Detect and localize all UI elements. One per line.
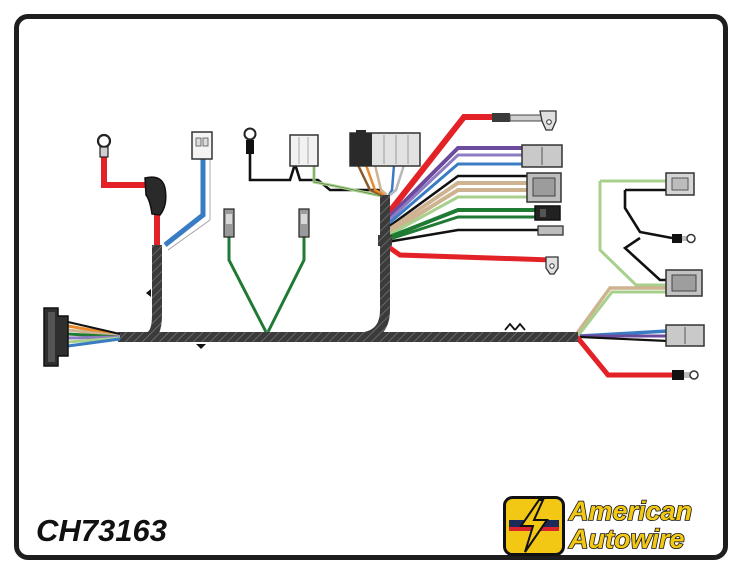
bulkhead-fan-wires bbox=[67, 321, 121, 348]
blade-terminal-black bbox=[537, 225, 564, 236]
ring-terminal-red bbox=[96, 133, 112, 158]
lightning-bolt-icon bbox=[503, 496, 565, 556]
braided-harness-trunk bbox=[118, 195, 578, 342]
black-pigtail-wires bbox=[248, 152, 383, 198]
right-end-branch-wires bbox=[573, 179, 673, 378]
connector-white-blue bbox=[191, 131, 213, 160]
connector-white-pigtail bbox=[289, 134, 319, 167]
brand-wordmark: American Autowire bbox=[568, 496, 693, 554]
ring-terminal-black-right bbox=[672, 233, 696, 244]
diagram-frame bbox=[14, 14, 728, 560]
brand-line-1: American bbox=[568, 496, 693, 526]
part-number: CH73163 bbox=[36, 513, 167, 548]
bulkhead-connector bbox=[43, 307, 69, 367]
main-multipin-connector bbox=[349, 130, 421, 197]
connector-tan-multi bbox=[526, 172, 562, 203]
terminal-red-top bbox=[492, 110, 557, 131]
connector-gray-mid-right bbox=[665, 269, 703, 297]
rubber-boot bbox=[144, 176, 167, 216]
connector-dark-green bbox=[534, 205, 561, 221]
connector-purple-blue bbox=[521, 144, 563, 168]
green-sensor-wires bbox=[223, 208, 310, 333]
brand-line-2: Autowire bbox=[568, 524, 685, 554]
connector-gray-top-right bbox=[665, 172, 695, 196]
ring-terminal-black bbox=[243, 127, 257, 154]
connector-gray-lower-right bbox=[665, 324, 705, 347]
terminal-red-lower bbox=[545, 256, 559, 275]
harness-marks bbox=[146, 289, 526, 349]
ring-terminal-red-right bbox=[672, 370, 699, 380]
